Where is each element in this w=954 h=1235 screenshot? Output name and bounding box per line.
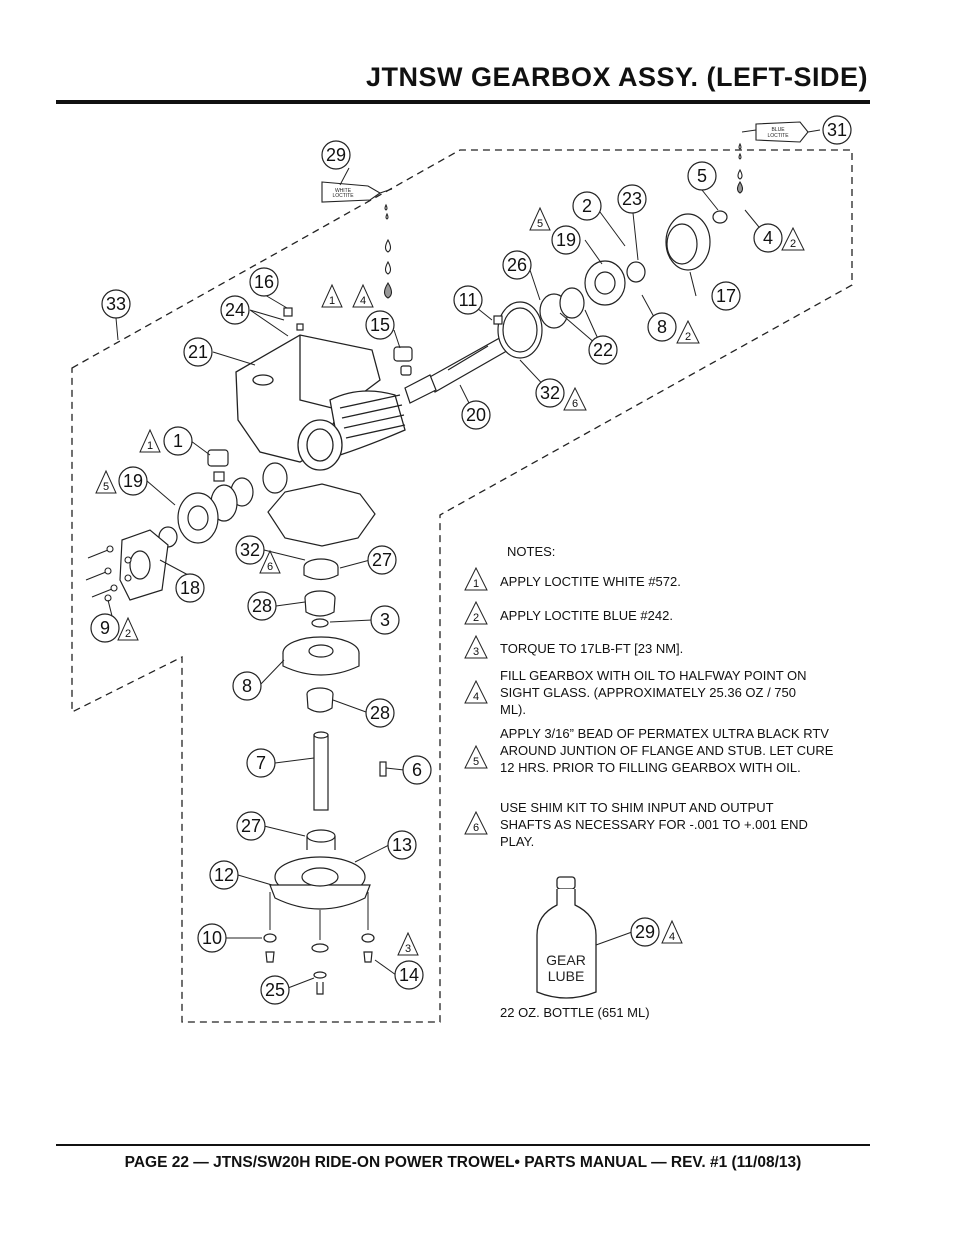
callout-2: 2 xyxy=(582,196,592,216)
callout-19a: 19 xyxy=(556,230,576,250)
gearbox-housing xyxy=(235,334,406,471)
page-footer: PAGE 22 — JTNS/SW20H RIDE-ON POWER TROWE… xyxy=(124,1154,802,1171)
callout-30: 29 xyxy=(326,145,346,165)
note-2: APPLY LOCTITE BLUE #242. xyxy=(500,608,673,623)
svg-text:4: 4 xyxy=(669,931,675,943)
callout-9b: 9 xyxy=(100,618,110,638)
callout-10: 10 xyxy=(202,928,222,948)
callout-12: 12 xyxy=(214,865,234,885)
note-triangle-numbers: 5 2 1 4 2 6 1 5 2 6 3 4 xyxy=(103,218,796,955)
callout-circles xyxy=(90,115,852,1005)
callout-16: 16 xyxy=(254,272,274,292)
callout-17: 17 xyxy=(716,286,736,306)
assembly-boundary xyxy=(71,149,853,1023)
note-triangles xyxy=(95,206,805,956)
svg-text:5: 5 xyxy=(103,481,109,493)
svg-text:2: 2 xyxy=(125,628,131,640)
svg-text:1: 1 xyxy=(329,295,335,307)
svg-text:2: 2 xyxy=(790,238,796,250)
callout-32a: 32 xyxy=(540,383,560,403)
note-6: USE SHIM KIT TO SHIM INPUT AND OUTPUT SH… xyxy=(500,800,808,849)
callout-3: 3 xyxy=(380,610,390,630)
callout-5: 5 xyxy=(697,166,707,186)
blue-loctite-tube: BLUE LOCTITE xyxy=(736,121,809,194)
callout-6: 6 xyxy=(412,760,422,780)
callout-29: 29 xyxy=(635,922,655,942)
svg-text:6: 6 xyxy=(473,822,479,834)
callout-22: 22 xyxy=(593,340,613,360)
callout-27a: 27 xyxy=(372,550,392,570)
callout-28b: 28 xyxy=(370,703,390,723)
svg-text:2: 2 xyxy=(473,612,479,624)
svg-text:3: 3 xyxy=(405,943,411,955)
svg-text:WHITE: WHITE xyxy=(335,188,352,194)
svg-text:6: 6 xyxy=(267,561,273,573)
svg-text:BLUE: BLUE xyxy=(771,127,785,133)
note-1: APPLY LOCTITE WHITE #572. xyxy=(500,574,681,589)
svg-text:1: 1 xyxy=(473,578,479,590)
callout-23: 23 xyxy=(622,189,642,209)
input-side-parts xyxy=(493,210,728,359)
note-4: FILL GEARBOX WITH OIL TO HALFWAY POINT O… xyxy=(500,668,807,717)
svg-text:2: 2 xyxy=(685,331,691,343)
note-5: APPLY 3/16” BEAD OF PERMATEX ULTRA BLACK… xyxy=(500,726,834,775)
callout-25: 25 xyxy=(265,980,285,1000)
svg-text:6: 6 xyxy=(572,398,578,410)
output-side-left-parts xyxy=(119,462,288,601)
bottle-label-gear: GEAR xyxy=(546,952,586,968)
svg-text:4: 4 xyxy=(360,295,366,307)
callout-24: 24 xyxy=(225,300,245,320)
svg-text:5: 5 xyxy=(473,756,479,768)
notes-heading: NOTES: xyxy=(507,544,556,559)
callout-27b: 27 xyxy=(241,816,261,836)
bottle-caption: 22 OZ. BOTTLE (651 ML) xyxy=(500,1005,650,1020)
page-title: JTNSW GEARBOX ASSY. (LEFT-SIDE) xyxy=(365,62,868,92)
svg-text:LOCTITE: LOCTITE xyxy=(332,193,354,199)
header-rule xyxy=(56,100,870,104)
worm-shaft xyxy=(404,334,513,404)
callout-26: 26 xyxy=(507,255,527,275)
callout-28a: 28 xyxy=(252,596,272,616)
callout-4: 4 xyxy=(763,228,773,248)
callout-1: 1 xyxy=(173,431,183,451)
svg-text:LOCTITE: LOCTITE xyxy=(767,133,789,139)
bottle-label-lube: LUBE xyxy=(548,968,585,984)
white-loctite-tube: WHITE LOCTITE xyxy=(321,181,393,220)
callout-31: 31 xyxy=(827,120,847,140)
leader-lines xyxy=(107,129,821,989)
callout-21: 21 xyxy=(188,342,208,362)
callout-33: 33 xyxy=(106,294,126,314)
notes-list-triangles xyxy=(464,566,488,835)
plug-parts xyxy=(207,307,413,482)
note-3: TORQUE TO 17LB-FT [23 NM]. xyxy=(500,641,684,656)
svg-text:5: 5 xyxy=(537,218,543,230)
gear-lube-bottle: GEAR LUBE xyxy=(536,876,597,999)
callout-15: 15 xyxy=(370,315,390,335)
footer-rule xyxy=(56,1144,870,1146)
callout-19b: 19 xyxy=(123,471,143,491)
svg-text:4: 4 xyxy=(473,691,479,703)
vertical-gear-stack xyxy=(263,483,387,995)
callout-20: 20 xyxy=(466,405,486,425)
callout-32b: 32 xyxy=(240,540,260,560)
callout-18: 18 xyxy=(180,578,200,598)
notes-list-triangle-numbers: 1 2 3 4 5 6 xyxy=(473,578,479,834)
callout-7: 7 xyxy=(256,753,266,773)
oil-drops xyxy=(383,238,393,299)
callout-13: 13 xyxy=(392,835,412,855)
callout-numbers: 29 31 33 16 24 21 15 11 20 26 32 19 2 23… xyxy=(100,120,847,1000)
svg-text:1: 1 xyxy=(147,440,153,452)
callout-9a: 8 xyxy=(657,317,667,337)
flange-bolts xyxy=(85,545,132,602)
callout-11: 11 xyxy=(459,290,478,310)
callout-8: 8 xyxy=(242,676,252,696)
callout-14: 14 xyxy=(399,965,419,985)
svg-text:3: 3 xyxy=(473,646,479,658)
